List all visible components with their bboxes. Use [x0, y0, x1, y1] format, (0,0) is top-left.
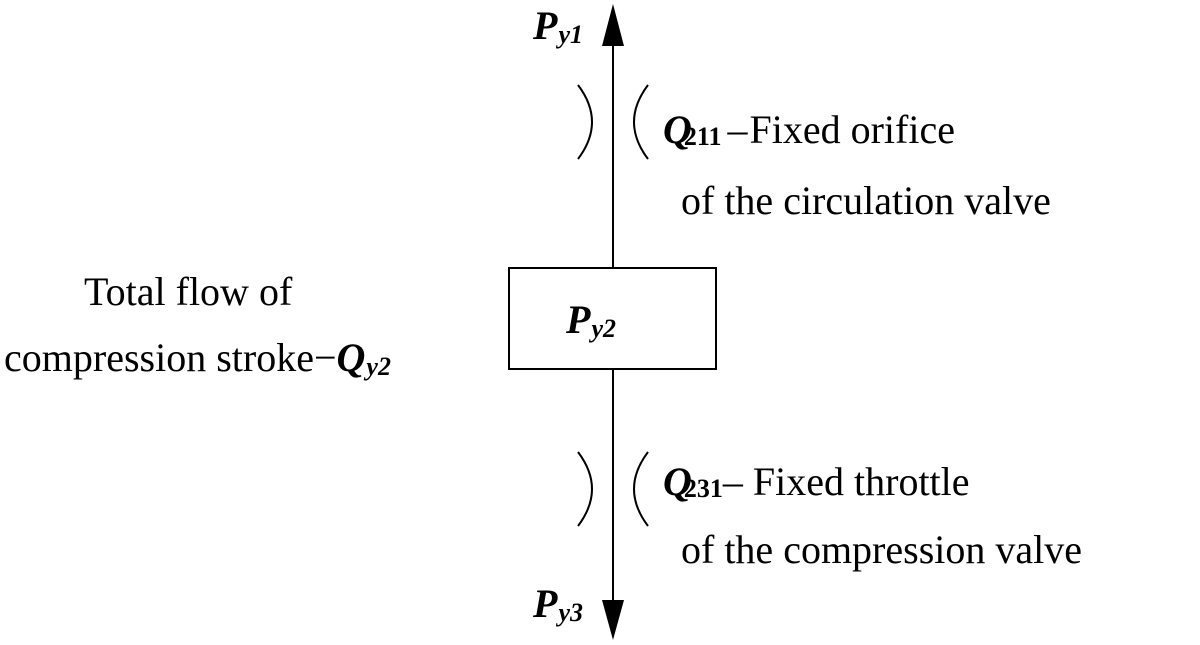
- label-q211-subscript: 211: [683, 122, 722, 151]
- label-q211-dash: –: [727, 107, 748, 152]
- lower-throttle-right-arc: [633, 451, 649, 527]
- label-q211: Q211–Fixed orifice: [663, 110, 955, 150]
- label-py3-symbol: P: [533, 581, 558, 626]
- arrow-up-head: [602, 4, 624, 46]
- label-total-flow-line1: Total flow of: [84, 269, 293, 314]
- label-total-flow-line2: compression stroke−Qy2: [4, 335, 391, 381]
- upper-orifice-left-arc: [577, 84, 593, 160]
- lower-throttle-left-arc: [577, 451, 593, 527]
- label-q231-line1: Fixed throttle: [742, 459, 970, 504]
- label-total-flow-text: compression stroke: [4, 335, 314, 380]
- label-q231: Q231– Fixed throttle: [663, 462, 970, 502]
- label-q211-symbol: Q: [663, 107, 692, 152]
- label-q211-line1: Fixed orifice: [749, 107, 955, 152]
- label-q231-symbol: Q: [663, 459, 692, 504]
- label-py2-subscript: y2: [591, 314, 616, 343]
- label-py1: Py1: [533, 3, 583, 49]
- label-q231-subscript: 231: [683, 474, 723, 503]
- upper-orifice-right-arc: [633, 84, 649, 160]
- label-q231-line2: of the compression valve: [681, 527, 1082, 572]
- label-py2: Py2: [566, 297, 616, 343]
- label-py3: Py3: [533, 581, 583, 627]
- chamber-box: [508, 267, 717, 370]
- arrow-down-head: [602, 600, 624, 640]
- label-py1-symbol: P: [533, 3, 558, 48]
- label-py3-subscript: y3: [558, 598, 583, 627]
- label-q231-dash: –: [722, 459, 743, 504]
- label-py2-symbol: P: [566, 297, 591, 342]
- label-qy2-subscript: y2: [366, 352, 391, 381]
- label-total-flow-dash: −: [313, 335, 337, 380]
- label-qy2-symbol: Q: [336, 335, 366, 380]
- label-q211-line2: of the circulation valve: [681, 178, 1051, 223]
- label-py1-subscript: y1: [558, 20, 583, 49]
